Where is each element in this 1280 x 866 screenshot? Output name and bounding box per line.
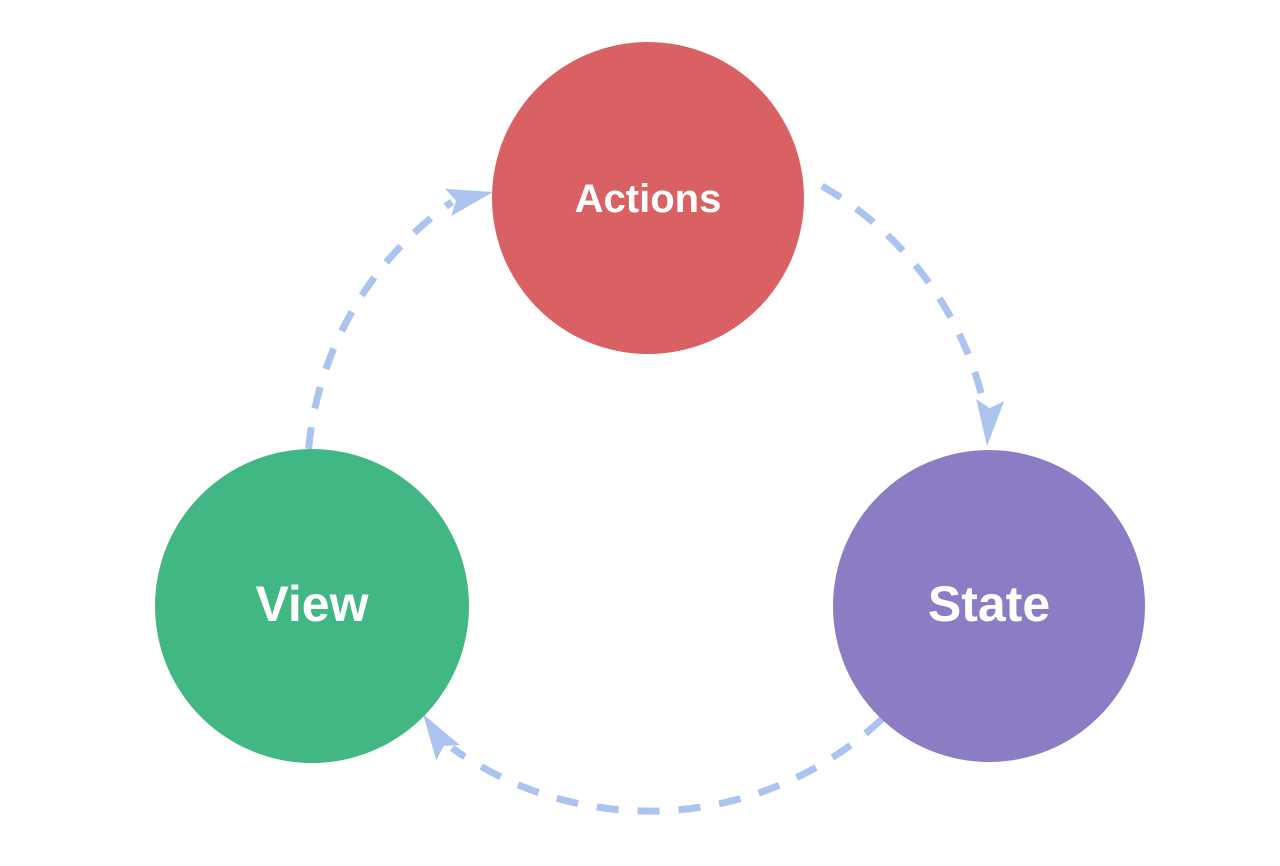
arrowhead-into-view-icon: [423, 714, 460, 761]
node-actions-label: Actions: [575, 177, 722, 221]
edge-actions-to-state: [820, 182, 988, 406]
node-view-label: View: [255, 576, 368, 632]
node-state-label: State: [928, 576, 1050, 632]
arrowhead-into-actions-icon: [445, 188, 493, 216]
edge-state-to-view: [449, 716, 885, 815]
node-actions-circle: [492, 42, 804, 354]
node-view-circle: [155, 449, 469, 763]
arrowhead-into-state-icon: [976, 399, 1005, 446]
node-state-circle: [833, 450, 1145, 762]
edge-view-to-actions: [305, 199, 455, 450]
